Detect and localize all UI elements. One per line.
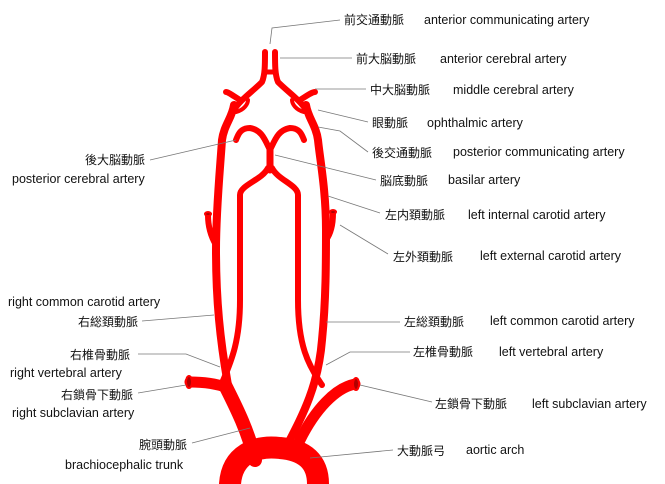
bct-ja: 腕頭動脈 — [138, 438, 187, 452]
right-external-carotid — [205, 212, 219, 248]
ophthalmic-right — [234, 98, 250, 114]
arch-en: aortic arch — [466, 443, 525, 457]
oph-ja: 眼動脈 — [372, 116, 409, 130]
mca-right — [223, 89, 243, 103]
lva-en: left vertebral artery — [499, 345, 604, 359]
bct-en: brachiocephalic trunk — [65, 458, 184, 472]
aca-ja: 前大脳動脈 — [356, 52, 417, 66]
pca-ja: 後大脳動脈 — [84, 153, 145, 167]
arch-ja: 大動脈弓 — [397, 444, 446, 458]
rsa-ja: 右鎖骨下動脈 — [60, 388, 133, 402]
lica-ja: 左内頚動脈 — [385, 208, 446, 222]
leader-lines — [137, 19, 433, 459]
right-common-carotid — [212, 101, 238, 389]
rcca-en: right common carotid artery — [8, 295, 161, 309]
pcom-en: posterior communicating artery — [453, 145, 625, 159]
rsa-en: right subclavian artery — [12, 406, 135, 420]
pca-right — [233, 125, 273, 153]
acom-en: anterior communicating artery — [424, 13, 590, 27]
pca-left — [267, 125, 307, 153]
aca-en: anterior cerebral artery — [440, 52, 567, 66]
lsa-ja: 左鎖骨下動脈 — [435, 397, 508, 411]
basilar-en: basilar artery — [448, 173, 521, 187]
pca-en: posterior cerebral artery — [12, 172, 145, 186]
aortic-arch — [219, 436, 329, 484]
lva-ja: 左椎骨動脈 — [413, 345, 474, 359]
leca-en: left external carotid artery — [480, 249, 622, 263]
lcca-en: left common carotid artery — [490, 314, 635, 328]
left-vertebral — [269, 165, 325, 388]
left-subclavian-cap — [352, 377, 360, 391]
pcom-ja: 後交通動脈 — [372, 146, 433, 160]
right-eca-cap — [204, 211, 212, 217]
mca-ja: 中大脳動脈 — [370, 83, 431, 97]
right-subclavian-cap — [185, 375, 193, 389]
ophthalmic-left — [290, 98, 306, 114]
mca-left — [297, 89, 318, 103]
rcca-ja: 右総頚動脈 — [77, 315, 138, 329]
left-eca-cap — [329, 209, 337, 215]
acom-ja: 前交通動脈 — [344, 13, 405, 27]
left-subclavian — [294, 378, 361, 446]
leca-ja: 左外頚動脈 — [393, 250, 454, 264]
rva-en: right vertebral artery — [10, 366, 122, 380]
mca-en: middle cerebral artery — [453, 83, 574, 97]
lsa-en: left subclavian artery — [532, 397, 647, 411]
lica-en: left internal carotid artery — [468, 208, 606, 222]
rva-ja: 右椎骨動脈 — [69, 348, 130, 362]
left-external-carotid — [323, 210, 336, 243]
right-vertebral — [219, 165, 271, 386]
basilar-ja: 脳底動脈 — [380, 174, 429, 188]
oph-en: ophthalmic artery — [427, 116, 523, 130]
lcca-ja: 左総頚動脈 — [404, 315, 465, 329]
